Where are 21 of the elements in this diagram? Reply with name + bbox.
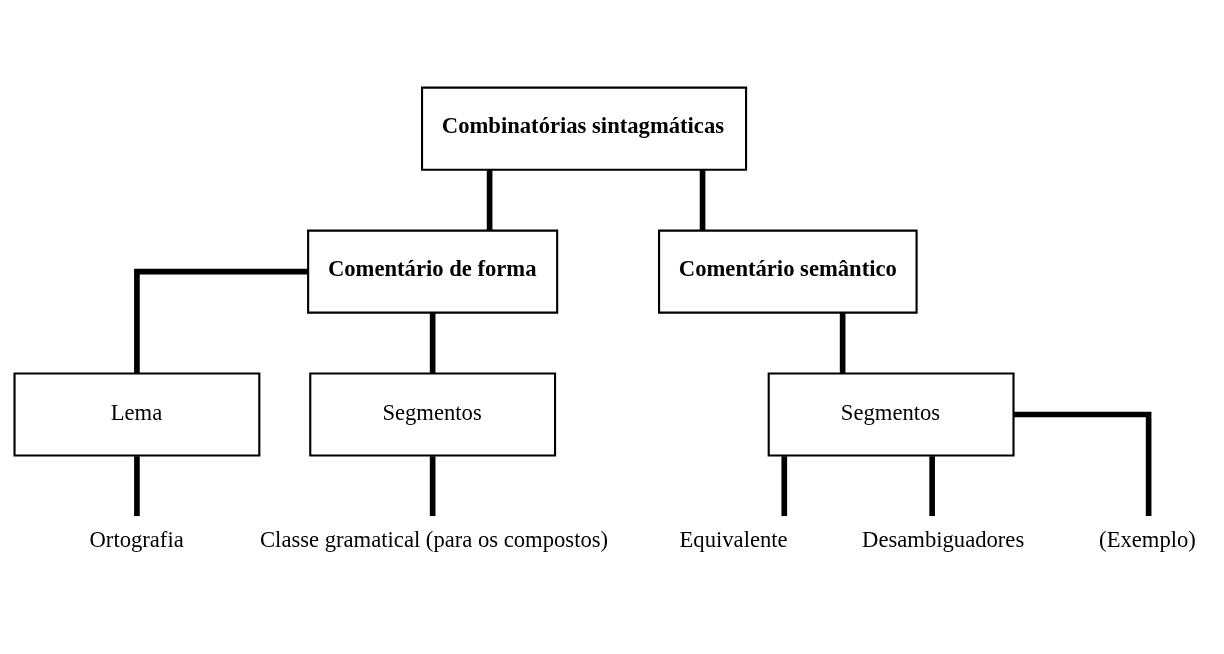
connector	[429, 455, 436, 516]
node-text: Ortografia	[89, 526, 184, 552]
connector	[134, 455, 140, 516]
node-text: (Exemplo)	[1099, 526, 1196, 552]
node-box: Comentário semântico	[658, 229, 918, 314]
node-box: Combinatórias sintagmáticas	[421, 86, 748, 171]
connector	[781, 455, 788, 516]
connector	[699, 169, 706, 230]
connector	[839, 312, 846, 373]
node-box: Lema	[13, 371, 261, 457]
connector	[134, 268, 309, 373]
node-text: Equivalente	[679, 526, 788, 552]
node-text: Desambiguadores	[862, 526, 1025, 552]
node-box: Segmentos	[309, 371, 557, 457]
connector	[429, 312, 436, 373]
connector	[486, 169, 493, 230]
node-text: Classe gramatical (para os compostos)	[260, 526, 609, 552]
node-box: Comentário de forma	[307, 229, 559, 314]
connector	[1013, 411, 1152, 516]
connector	[929, 455, 935, 516]
node-box: Segmentos	[767, 371, 1015, 457]
